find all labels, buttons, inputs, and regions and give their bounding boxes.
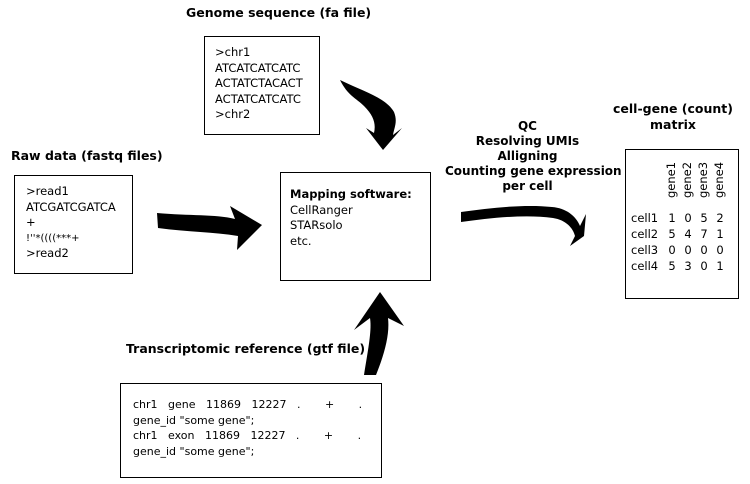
- transcript-box: chr1 gene 11869 12227 . + . gene_id "som…: [120, 383, 382, 478]
- qc-line: Resolving UMIs: [475, 134, 580, 148]
- raw-box: >read1 ATCGATCGATCA + !''*((((***+ >read…: [14, 175, 133, 274]
- raw-line: >read2: [26, 246, 69, 260]
- raw-line: !''*((((***+: [26, 232, 80, 244]
- raw-line: >read1: [26, 184, 69, 198]
- matrix-gene-header: gene1: [664, 161, 678, 198]
- mapping-line: etc.: [290, 233, 312, 248]
- matrix-cell-label: cell1: [631, 211, 659, 225]
- qc-line: Alligning: [497, 149, 558, 163]
- matrix-cell-label: cell4: [631, 259, 659, 273]
- genome-title: Genome sequence (fa file): [186, 5, 372, 20]
- genome-line: ACTATCATCATC: [215, 91, 301, 106]
- matrix-count: 3: [684, 259, 692, 273]
- transcript-title: Transcriptomic reference (gtf file): [126, 341, 366, 356]
- raw-line: ATCGATCGATCA: [26, 199, 116, 214]
- genome-box: >chr1 ATCATCATCATC ACTATCTACACT ACTATCAT…: [204, 36, 320, 135]
- transcript-line: gene_id "some gene";: [133, 413, 255, 427]
- arrow-genome-to-mapping: [340, 80, 402, 150]
- matrix-count: 5: [668, 227, 676, 241]
- genome-line: ATCATCATCATC: [215, 60, 301, 75]
- transcript-line: chr1 gene 11869 12227 . + .: [133, 398, 363, 411]
- arrow-raw-to-mapping: [157, 206, 262, 250]
- mapping-line: CellRanger: [290, 202, 353, 217]
- arrow-transcript-to-mapping: [354, 292, 404, 375]
- matrix-count: 0: [716, 243, 724, 257]
- matrix-gene-header: gene3: [696, 161, 710, 198]
- mapping-box: Mapping software: CellRanger STARsolo et…: [280, 172, 431, 281]
- genome-line: ACTATCTACACT: [215, 76, 303, 90]
- matrix-count: 4: [684, 227, 692, 241]
- genome-line: >chr1: [215, 45, 251, 59]
- matrix-count: 0: [684, 211, 692, 225]
- matrix-count: 0: [684, 243, 692, 257]
- matrix-cell-label: cell2: [631, 227, 659, 241]
- matrix-count: 1: [668, 211, 676, 225]
- qc-steps: QC Resolving UMIs Alligning Counting gen…: [445, 119, 622, 194]
- qc-line: Counting gene expression: [445, 164, 622, 178]
- mapping-line: STARsolo: [290, 218, 343, 232]
- matrix-title-line1: cell-gene (count): [613, 101, 733, 116]
- genome-line: >chr2: [215, 107, 251, 121]
- matrix-gene-header: gene4: [712, 161, 726, 198]
- matrix-title-line2: matrix: [650, 117, 696, 132]
- matrix-count: 5: [668, 259, 676, 273]
- matrix-gene-header: gene2: [680, 161, 694, 198]
- mapping-heading: Mapping software:: [290, 187, 412, 201]
- matrix-count: 7: [700, 227, 708, 241]
- matrix-count: 0: [668, 243, 676, 257]
- matrix-count: 1: [716, 259, 724, 273]
- transcript-line: gene_id "some gene";: [133, 444, 255, 458]
- transcript-line: chr1 exon 11869 12227 . + .: [133, 429, 362, 442]
- arrow-mapping-to-matrix: [461, 205, 586, 246]
- matrix-count: 0: [700, 259, 708, 273]
- matrix-count: 5: [700, 211, 708, 225]
- matrix-title: cell-gene (count) matrix: [612, 101, 734, 133]
- matrix-count: 2: [716, 211, 724, 225]
- matrix-count: 1: [716, 227, 724, 241]
- raw-title: Raw data (fastq files): [11, 148, 163, 163]
- qc-line: QC: [517, 119, 537, 133]
- qc-line: per cell: [502, 179, 553, 193]
- matrix-cell-label: cell3: [631, 243, 659, 257]
- matrix-count: 0: [700, 243, 708, 257]
- raw-line: +: [26, 215, 36, 229]
